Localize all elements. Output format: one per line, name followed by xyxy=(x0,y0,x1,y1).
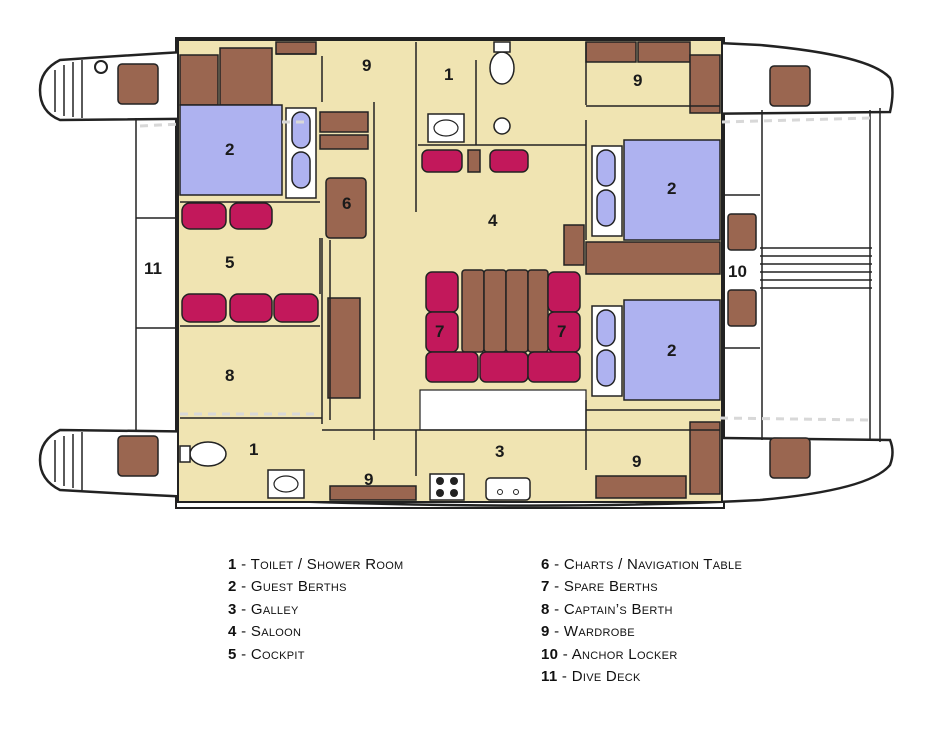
stove-icon xyxy=(429,473,465,501)
label-toilet-top: 1 xyxy=(444,65,453,84)
legend-item: 10 - Anchor Locker xyxy=(541,645,678,663)
legend-left: 1 - Toilet / Shower Room 2 - Guest Berth… xyxy=(228,554,404,666)
sink-bowl-icon xyxy=(273,475,299,493)
legend-item: 7 - Spare Berths xyxy=(541,578,658,596)
label-guest-bottom-right: 2 xyxy=(667,341,676,360)
galley-sink-icon xyxy=(485,477,531,501)
legend-item: 1 - Toilet / Shower Room xyxy=(228,556,404,573)
legend-item: 6 - Charts / Navigation Table xyxy=(541,556,743,573)
legend-item: 5 - Cockpit xyxy=(228,645,305,663)
tap-icon xyxy=(513,489,519,495)
label-wardrobe-bottom-right: 9 xyxy=(632,452,641,471)
hatch-icon xyxy=(94,60,108,74)
dashed-lines xyxy=(139,116,871,422)
legend-item: 4 - Saloon xyxy=(228,623,302,641)
label-captain: 8 xyxy=(225,366,234,385)
shower-drain-icon xyxy=(493,117,511,135)
label-cockpit: 5 xyxy=(225,253,234,272)
label-toilet-bottom: 1 xyxy=(249,440,258,459)
hatch-bottom-left xyxy=(117,435,159,477)
label-wardrobe-bottom-left: 9 xyxy=(364,470,373,489)
guest-berth-bottom-right xyxy=(623,299,721,401)
interior-walls xyxy=(180,42,720,476)
saloon-step xyxy=(419,389,587,431)
bow-stripes-bottom xyxy=(54,432,83,490)
bow-stripes-top xyxy=(54,60,83,118)
legend-item: 2 - Guest Berths xyxy=(228,578,347,596)
toilet-tank-icon xyxy=(493,41,511,53)
stern-lines xyxy=(869,108,881,442)
label-wardrobe-top-right: 9 xyxy=(633,71,642,90)
stove-burners-icon xyxy=(436,477,458,497)
label-saloon: 4 xyxy=(488,211,498,230)
anchor-deck-stripes xyxy=(760,247,872,289)
toilet-tank-icon xyxy=(179,445,191,463)
legend-item: 8 - Captain’s Berth xyxy=(541,600,673,618)
toilet-icon xyxy=(189,441,227,467)
anchor-locker-top xyxy=(727,213,757,251)
label-spare-right: 7 xyxy=(557,322,566,341)
porthole-icons xyxy=(285,107,623,397)
tap-icon xyxy=(497,489,503,495)
legend-right: 6 - Charts / Navigation Table 7 - Spare … xyxy=(541,554,742,688)
anchor-locker-bottom xyxy=(727,289,757,327)
hatch-top-left xyxy=(117,63,159,105)
toilet-icon xyxy=(489,51,515,85)
label-charts: 6 xyxy=(342,194,351,213)
sink-bowl-icon xyxy=(433,119,459,137)
cushions xyxy=(181,149,581,383)
label-anchor: 10 xyxy=(728,262,747,281)
label-wardrobe-top-left: 9 xyxy=(362,56,371,75)
legend-item: 9 - Wardrobe xyxy=(541,623,635,641)
legend-item: 3 - Galley xyxy=(228,600,299,618)
saloon-table xyxy=(461,269,549,353)
label-spare-left: 7 xyxy=(435,322,444,341)
guest-berth-top-right xyxy=(623,139,721,241)
label-dive: 11 xyxy=(144,259,162,278)
legend-item: 11 - Dive Deck xyxy=(541,668,641,686)
guest-berth-top-left xyxy=(179,104,283,196)
label-guest-top-right: 2 xyxy=(667,179,676,198)
label-galley: 3 xyxy=(495,442,504,461)
catamaran-floor-plan: 1 1 2 2 2 3 4 5 6 7 7 8 9 9 9 9 10 11 xyxy=(38,37,894,509)
label-guest-top-left: 2 xyxy=(225,140,234,159)
wood-furniture xyxy=(179,41,721,501)
hatch-bottom-right xyxy=(769,437,811,479)
hatch-top-right xyxy=(769,65,811,107)
